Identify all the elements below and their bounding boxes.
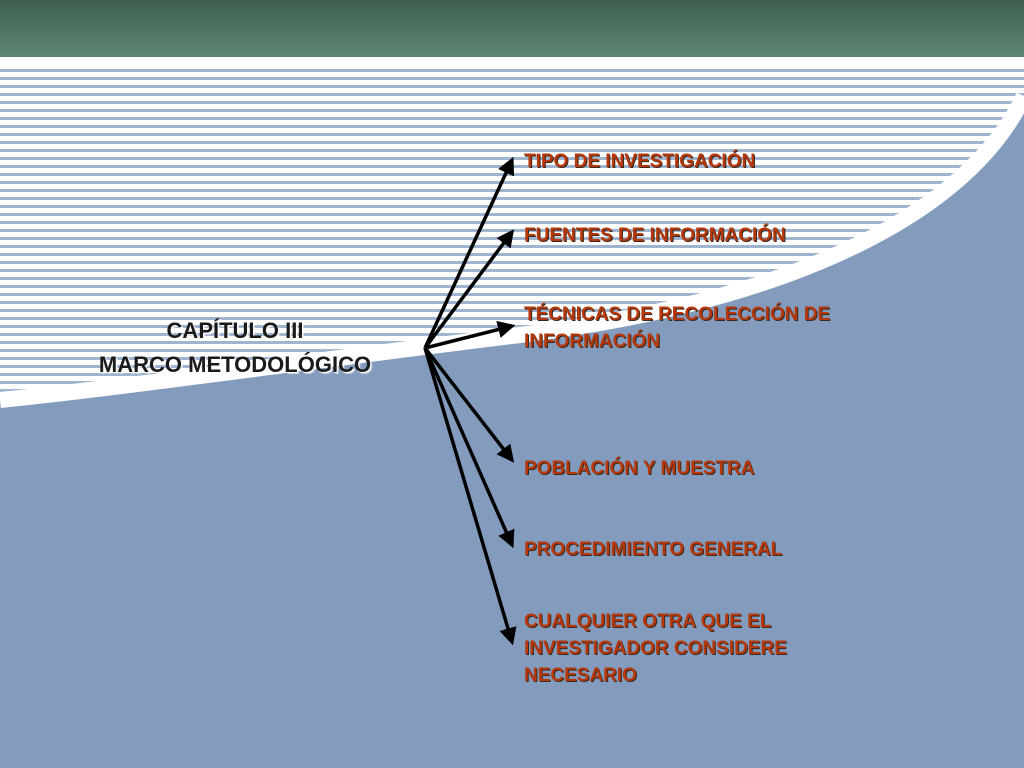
branch-procedimiento-general: PROCEDIMIENTO GENERAL [524,539,783,560]
branch-tipo-investigacion: TIPO DE INVESTIGACIÓN [524,151,756,172]
arrow-cualquier-otra [423,347,517,646]
arrow-poblacion-muestra [423,346,515,463]
arrow-procedimiento-general [423,347,515,549]
chapter-title: CAPÍTULO III [166,318,304,343]
branch-cualquier-otra: CUALQUIER OTRA QUE EL INVESTIGADOR CONSI… [524,611,787,686]
branch-poblacion-muestra: POBLACIÓN Y MUESTRA [524,458,755,479]
arrow-tipo-investigacion [423,156,515,349]
curved-edge [0,92,1024,408]
arrow-tecnicas-recoleccion [424,320,516,350]
chapter-subtitle: MARCO METODOLÓGICO [98,352,372,377]
branch-tecnicas-recoleccion: TÉCNICAS DE RECOLECCIÓN DE INFORMACIÓN [524,304,831,352]
arrow-fuentes-informacion [423,229,515,350]
header-divider [0,57,1024,66]
header-bar [0,0,1024,57]
branch-fuentes-informacion: FUENTES DE INFORMACIÓN [524,225,786,246]
